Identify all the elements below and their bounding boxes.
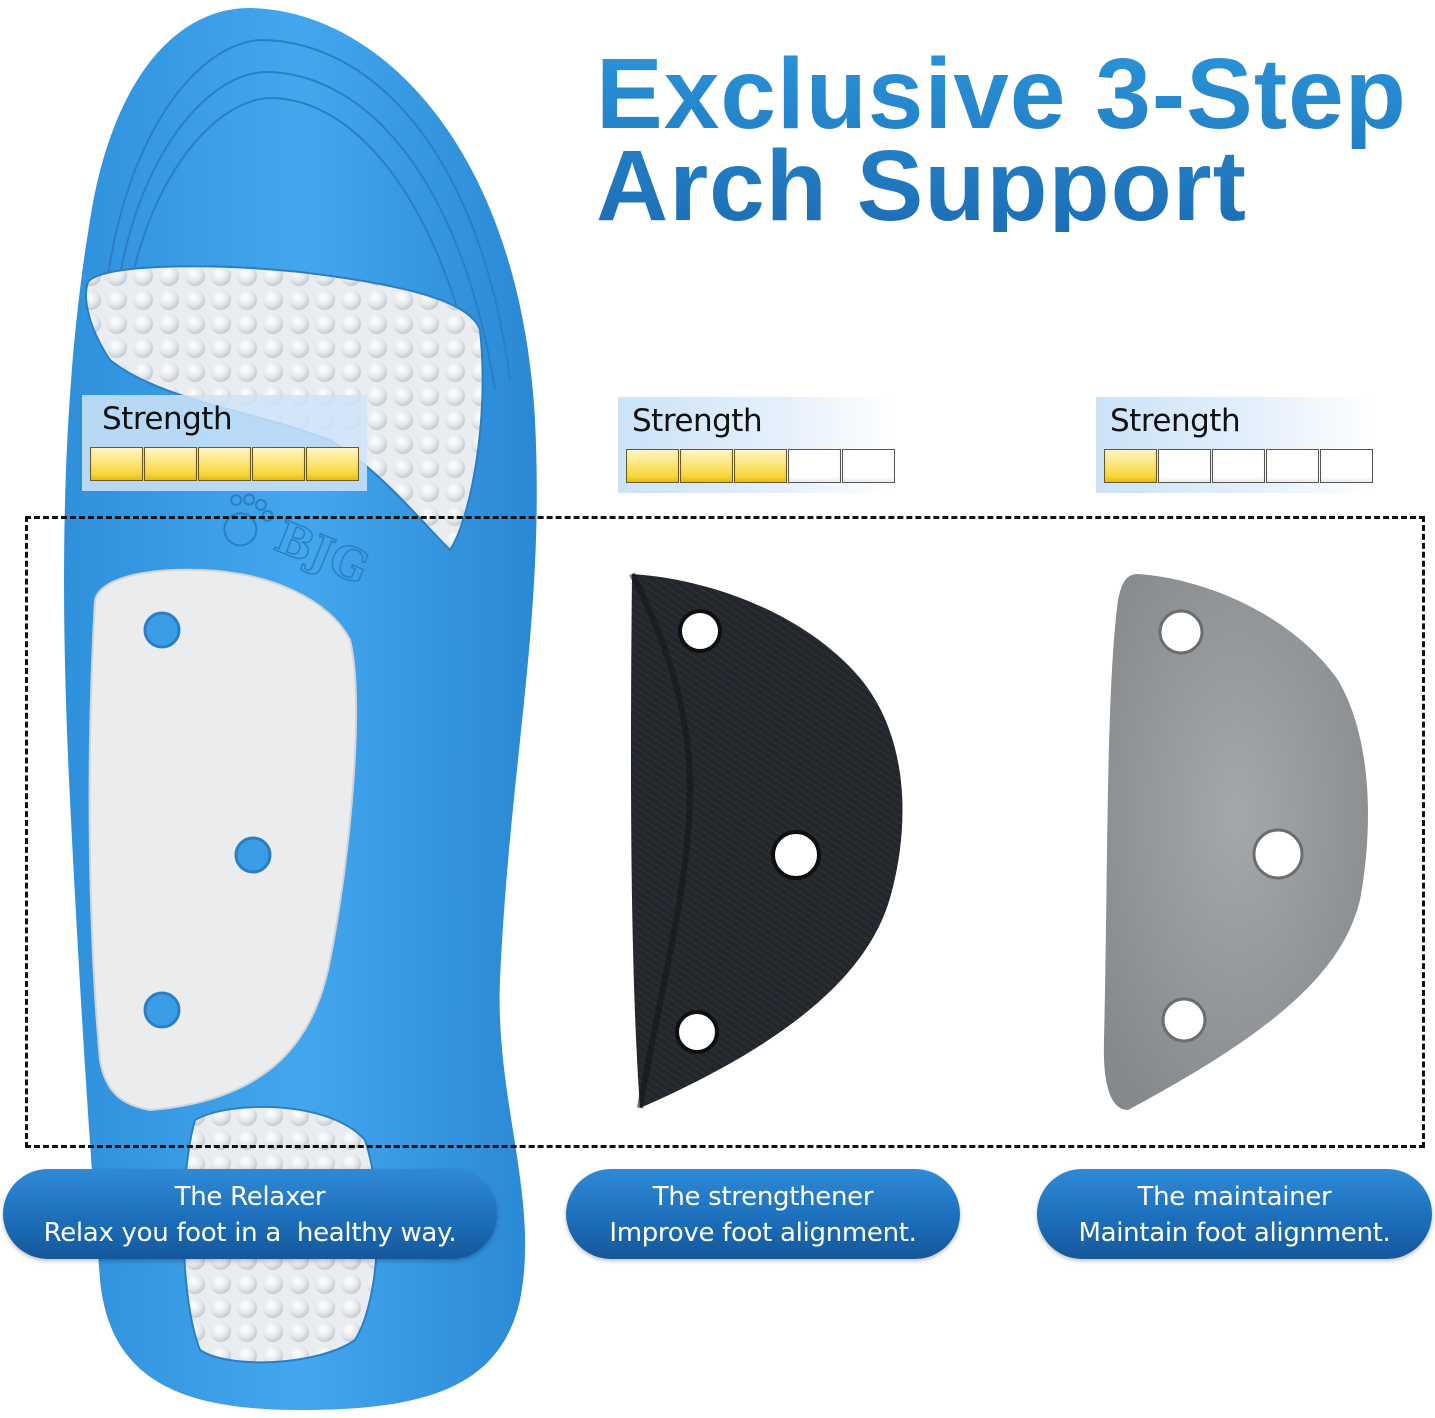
strength-cell-filled bbox=[90, 447, 143, 481]
product-description: Maintain foot alignment. bbox=[1078, 1218, 1391, 1248]
strength-cell-empty bbox=[1158, 449, 1211, 483]
strength-cell-filled bbox=[1104, 449, 1157, 483]
strength-meter-maintainer: Strength bbox=[1096, 397, 1376, 493]
caption-maintainer: The maintainer Maintain foot alignment. bbox=[1037, 1169, 1432, 1259]
product-name: The Relaxer bbox=[174, 1182, 326, 1212]
strength-cell-empty bbox=[1266, 449, 1319, 483]
strength-cell-filled bbox=[734, 449, 787, 483]
product-name: The maintainer bbox=[1137, 1182, 1332, 1212]
strength-cell-empty bbox=[1212, 449, 1265, 483]
maintainer-arch-pad bbox=[1103, 574, 1368, 1110]
strength-label: Strength bbox=[102, 401, 233, 437]
strength-cell-filled bbox=[198, 447, 251, 481]
product-description: Relax you foot in a healthy way. bbox=[43, 1218, 457, 1248]
strength-cell-empty bbox=[1320, 449, 1373, 483]
strength-label: Strength bbox=[632, 403, 763, 439]
strength-cells bbox=[1104, 449, 1374, 483]
strength-cell-empty bbox=[788, 449, 841, 483]
strength-cell-filled bbox=[626, 449, 679, 483]
strength-cell-filled bbox=[680, 449, 733, 483]
product-description: Improve foot alignment. bbox=[609, 1218, 917, 1248]
product-name: The strengthener bbox=[652, 1182, 874, 1212]
strength-meter-strengthener: Strength bbox=[618, 397, 898, 493]
strength-cells bbox=[90, 447, 360, 481]
caption-relaxer: The Relaxer Relax you foot in a healthy … bbox=[3, 1169, 497, 1259]
page-title: Exclusive 3-Step Arch Support bbox=[596, 48, 1426, 232]
strength-cell-filled bbox=[144, 447, 197, 481]
insole-illustration: BJG bbox=[64, 8, 537, 1410]
strength-meter-relaxer: Strength bbox=[82, 395, 367, 491]
strength-cells bbox=[626, 449, 896, 483]
strengthener-arch-pad bbox=[629, 572, 903, 1109]
title-line-2: Arch Support bbox=[596, 130, 1247, 242]
strength-label: Strength bbox=[1110, 403, 1241, 439]
paw-print-icon bbox=[223, 493, 274, 547]
strength-cell-empty bbox=[842, 449, 895, 483]
arch-pads-frame bbox=[25, 516, 1425, 1148]
caption-strengthener: The strengthener Improve foot alignment. bbox=[566, 1169, 960, 1259]
strength-cell-filled bbox=[252, 447, 305, 481]
title-line-1: Exclusive 3-Step bbox=[596, 38, 1407, 150]
strength-cell-filled bbox=[306, 447, 359, 481]
